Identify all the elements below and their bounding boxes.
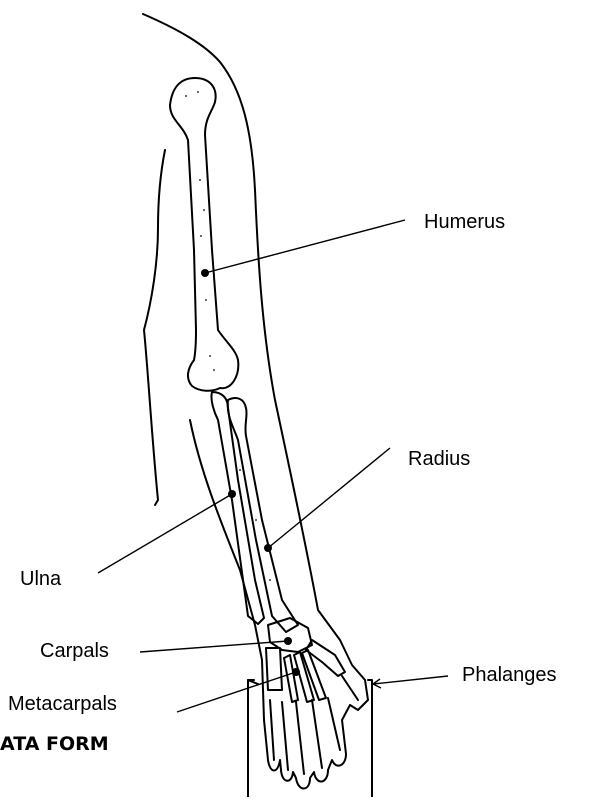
arm-outline-forearm (190, 420, 262, 660)
leader-radius (268, 448, 390, 548)
leader-ulna (98, 494, 232, 573)
label-humerus: Humerus (424, 211, 505, 234)
marker-metacarpals (292, 668, 300, 676)
arm-outline-outer (143, 14, 368, 710)
humerus-bone (170, 78, 238, 391)
carpals-bones (268, 618, 312, 652)
label-radius: Radius (408, 448, 470, 471)
radius-bone (228, 398, 298, 632)
label-ulna: Ulna (20, 568, 61, 591)
form-heading: ATA FORM (0, 733, 109, 755)
marker-ulna (228, 490, 236, 498)
leader-phalanges (373, 676, 448, 684)
label-metacarpals: Metacarpals (8, 693, 117, 716)
arm-outline-inner (144, 150, 165, 505)
label-phalanges: Phalanges (462, 664, 557, 687)
ulna-bone (211, 392, 264, 624)
bone-texture (185, 91, 271, 581)
metacarpal-4 (302, 650, 326, 700)
marker-humerus (201, 269, 209, 277)
marker-radius (264, 544, 272, 552)
label-carpals: Carpals (40, 640, 109, 663)
marker-carpals (284, 637, 292, 645)
leader-metacarpals (177, 672, 296, 712)
carpals-block (266, 648, 282, 690)
leader-humerus (205, 220, 405, 273)
